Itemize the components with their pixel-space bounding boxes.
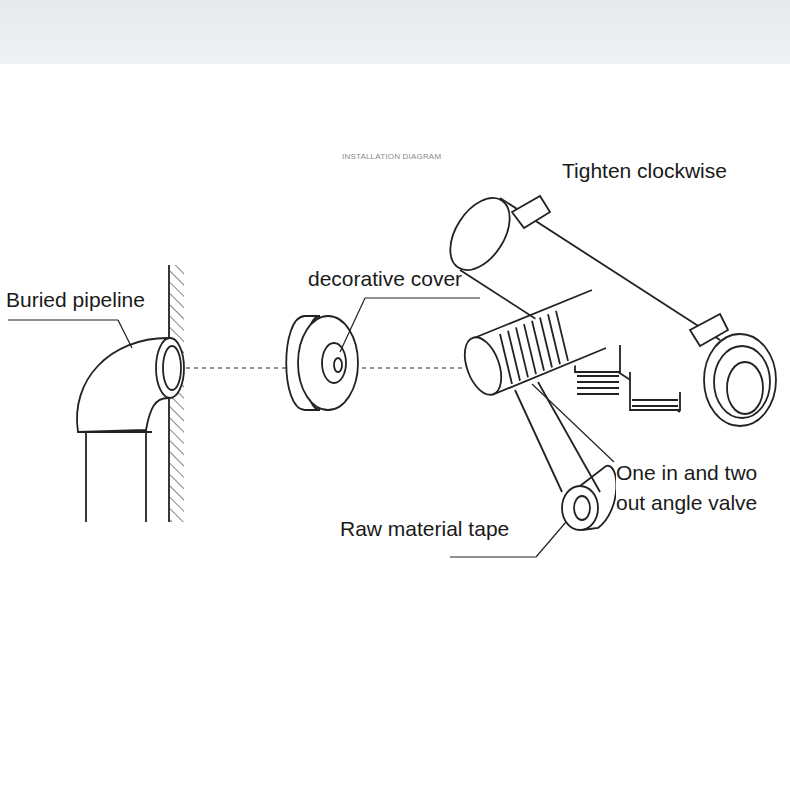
diagram-title: INSTALLATION DIAGRAM — [342, 152, 441, 161]
thread-line — [632, 399, 678, 401]
thread-line — [577, 375, 619, 377]
part-label: Buried pipeline — [6, 287, 145, 313]
top-band — [0, 0, 790, 64]
thread-line — [577, 381, 619, 383]
thread-line — [577, 387, 619, 389]
thread-line — [556, 311, 568, 361]
part-label: Tighten clockwise — [562, 158, 727, 184]
part-label: Raw material tape — [340, 516, 509, 542]
part-label: decorative cover — [308, 266, 462, 292]
thread-line — [577, 393, 619, 395]
part-label: One in and two out angle valve — [616, 458, 784, 519]
thread-line — [632, 405, 678, 407]
